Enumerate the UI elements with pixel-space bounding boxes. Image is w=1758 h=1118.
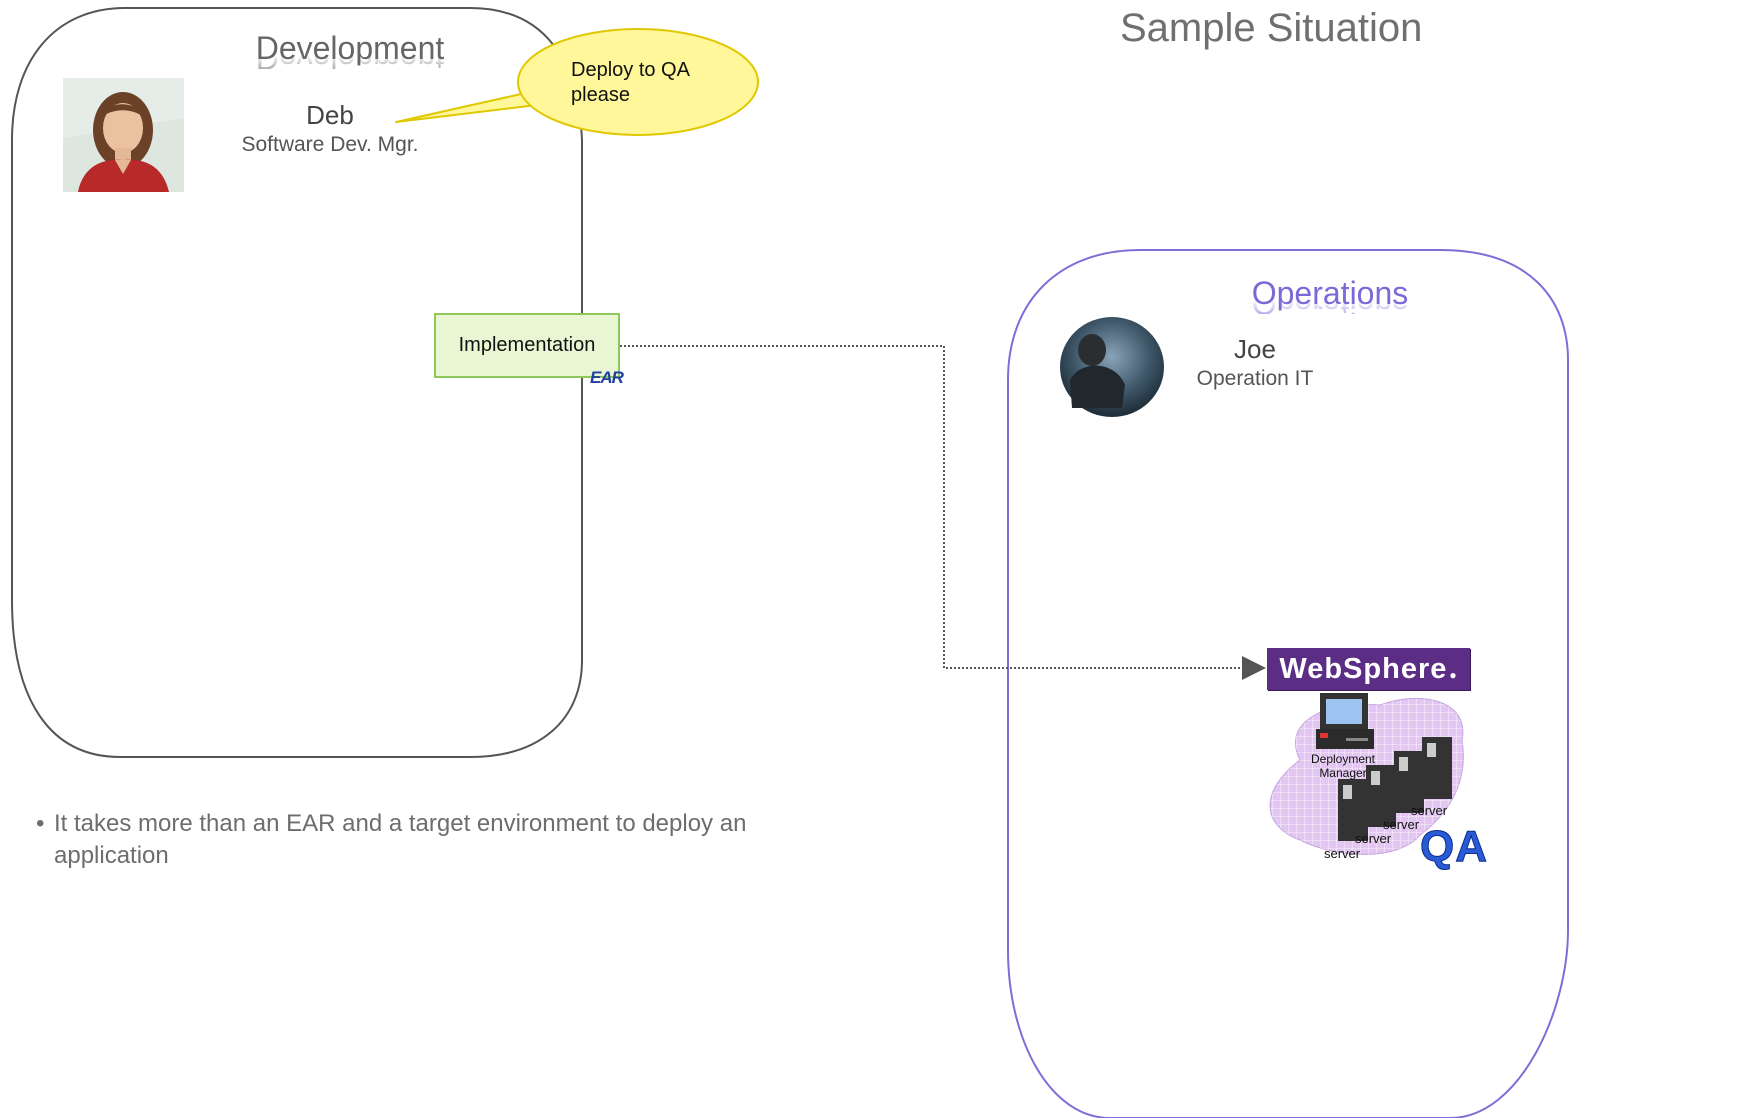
websphere-logo: WebSphere●	[1267, 648, 1470, 690]
deb-role: Software Dev. Mgr.	[241, 133, 419, 156]
development-title: Development Development	[225, 30, 475, 69]
operations-region	[1007, 249, 1569, 1118]
server-label: server	[1324, 846, 1361, 861]
operations-title-text: Operations	[1251, 275, 1409, 311]
joe-photo-icon	[1060, 317, 1164, 417]
deploy-connector	[620, 345, 1266, 680]
joe-role: Operation IT	[1196, 367, 1314, 390]
deployment-manager-label: Deployment Manager	[1310, 752, 1376, 780]
joe-name: Joe	[1234, 334, 1276, 364]
callout-bubble	[395, 28, 759, 136]
operations-title-reflection: Operations	[1230, 300, 1430, 314]
qa-badge: QA	[1420, 822, 1488, 872]
development-title-text: Development	[255, 30, 445, 66]
callout-text: Deploy to QA please	[571, 59, 689, 106]
deb-photo-icon	[63, 78, 184, 192]
implementation-label: Implementation	[458, 334, 596, 356]
server-label: server	[1383, 817, 1420, 832]
server-towers-icon	[1338, 737, 1452, 841]
slide-title: Sample Situation	[1120, 6, 1423, 50]
deb-name: Deb	[306, 100, 354, 130]
bullet-dot: •	[36, 810, 45, 837]
deployment-manager-computer-icon	[1316, 693, 1374, 749]
operations-title: Operations Operations	[1230, 275, 1430, 314]
websphere-logo-text: WebSphere	[1279, 652, 1448, 685]
bullet-text: It takes more than an EAR and a target e…	[54, 810, 747, 869]
woman-portrait-icon	[63, 78, 184, 192]
implementation-box: Implementation	[434, 313, 620, 378]
bullet-note: • It takes more than an EAR and a target…	[36, 808, 836, 872]
development-title-reflection: Development	[225, 55, 475, 69]
server-label: server	[1355, 831, 1392, 846]
ear-icon: EAR	[590, 368, 624, 387]
server-label: server	[1411, 803, 1448, 818]
